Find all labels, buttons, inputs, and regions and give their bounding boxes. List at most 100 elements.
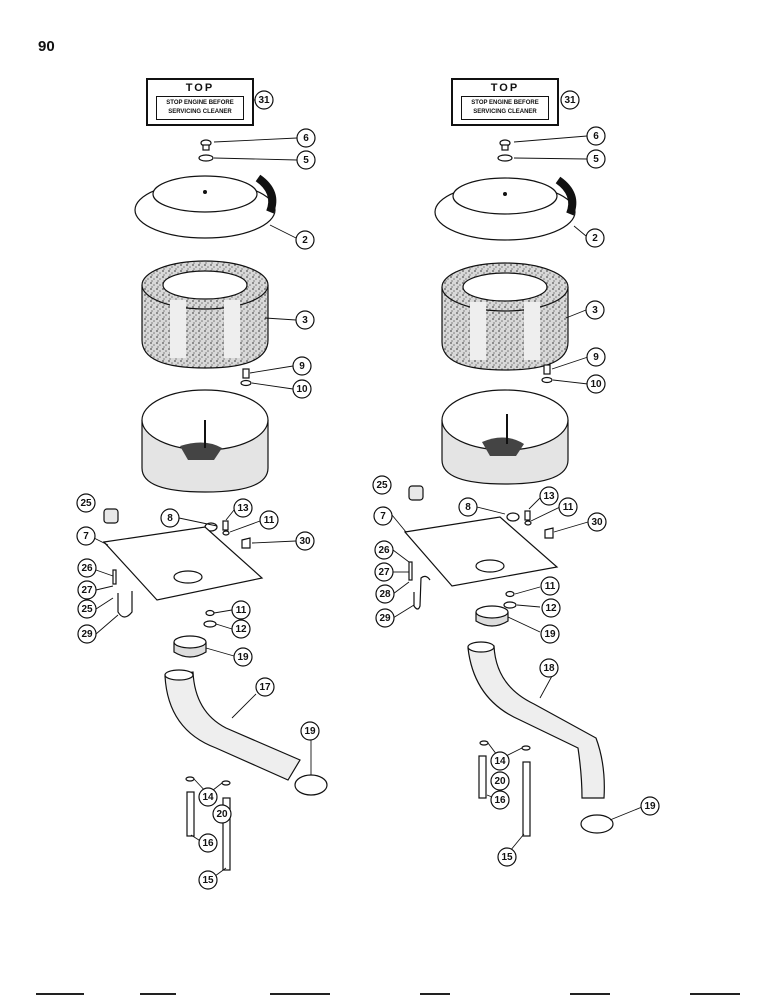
scan-mark [420,993,450,995]
fitting [241,537,251,549]
callout-number: 13 [543,491,555,502]
decal-line-1: STOP ENGINE BEFORE [166,100,234,106]
screw [524,510,531,521]
callout-number: 19 [644,801,656,812]
callout-circle [560,90,580,110]
callout-left-8: 8 [160,508,180,528]
callout-left-25: 25 [77,599,97,619]
callout-left-9: 9 [292,356,312,376]
air-cleaner-cover [134,174,277,239]
callout-right-30: 30 [587,512,607,532]
callout-number: 30 [299,536,311,547]
callout-circle [233,498,253,518]
callout-number: 3 [592,305,598,316]
callout-right-11: 11 [558,497,578,517]
callout-number: 26 [378,545,390,556]
callout-left-5: 5 [296,150,316,170]
rubber-cap [103,508,119,524]
callout-left-19: 19 [233,647,253,667]
callout-right-3: 3 [585,300,605,320]
hose-clamp [475,605,509,627]
callout-left-30: 30 [295,531,315,551]
callout-circle [585,300,605,320]
decal-right: TOP STOP ENGINE BEFORE SERVICING CLEANER [451,78,559,126]
callout-number: 19 [544,629,556,640]
callout-number: 28 [379,589,391,600]
callout-left-25: 25 [76,493,96,513]
air-cleaner-body [441,389,569,485]
callout-number: 7 [83,531,89,542]
callout-circle [198,833,218,853]
callout-right-10: 10 [586,374,606,394]
nut [222,530,230,536]
callout-circle [490,790,510,810]
callout-number: 5 [303,155,309,166]
callout-number: 20 [216,809,228,820]
callout-circle [586,126,606,146]
bolt [543,364,551,375]
page-number: 90 [38,38,55,55]
callout-left-14: 14 [198,787,218,807]
support-rod [522,761,531,837]
washer [479,740,489,746]
callout-circle [540,576,560,596]
callout-left-29: 29 [77,624,97,644]
callout-left-17: 17 [255,677,275,697]
callout-number: 12 [545,603,557,614]
callout-left-3: 3 [295,310,315,330]
callout-circle [295,310,315,330]
leader-lines [93,99,643,877]
callout-right-6: 6 [586,126,606,146]
wing-nut [499,139,511,151]
washer [198,154,214,162]
callout-circle [539,658,559,678]
intake-hose [467,645,605,799]
mounting-plate [403,516,559,587]
scan-mark [570,993,610,995]
callout-number: 2 [592,233,598,244]
hose-clamp [294,774,328,796]
callout-circle [77,580,97,600]
callout-left-15: 15 [198,870,218,890]
callout-number: 9 [299,361,305,372]
callout-number: 25 [81,604,93,615]
intake-hose [164,671,301,781]
decal-line-1: STOP ENGINE BEFORE [471,100,539,106]
callout-number: 18 [543,663,555,674]
callout-left-13: 13 [233,498,253,518]
callout-left-2: 2 [295,230,315,250]
nut [524,520,532,526]
decal-heading: TOP [185,82,215,94]
hose-clamp [580,814,614,834]
callout-number: 25 [80,498,92,509]
callout-right-19: 19 [540,624,560,644]
scan-mark [36,993,84,995]
callout-circle [640,796,660,816]
callout-right-31: 31 [560,90,580,110]
callout-right-16: 16 [490,790,510,810]
callout-circle [231,619,251,639]
callout-left-27: 27 [77,580,97,600]
left-assembly [102,139,328,871]
rubber-cap [408,485,424,501]
callout-right-11: 11 [540,576,560,596]
callout-number: 6 [303,133,309,144]
callout-circle [198,870,218,890]
decal-line-2: SERVICING CLEANER [168,109,232,115]
callout-circle [300,721,320,741]
callout-left-7: 7 [76,526,96,546]
callout-number: 30 [591,517,603,528]
washer [541,376,553,384]
callout-right-12: 12 [541,598,561,618]
decal-message: STOP ENGINE BEFORE SERVICING CLEANER [156,96,244,120]
decal-left: TOP STOP ENGINE BEFORE SERVICING CLEANER [146,78,254,126]
callout-circle [374,540,394,560]
callout-circle [586,374,606,394]
callout-right-25: 25 [372,475,392,495]
callout-number: 29 [81,629,93,640]
callout-circle [77,599,97,619]
callout-right-9: 9 [586,347,606,367]
callout-circle [490,751,510,771]
support-rod [186,791,195,837]
